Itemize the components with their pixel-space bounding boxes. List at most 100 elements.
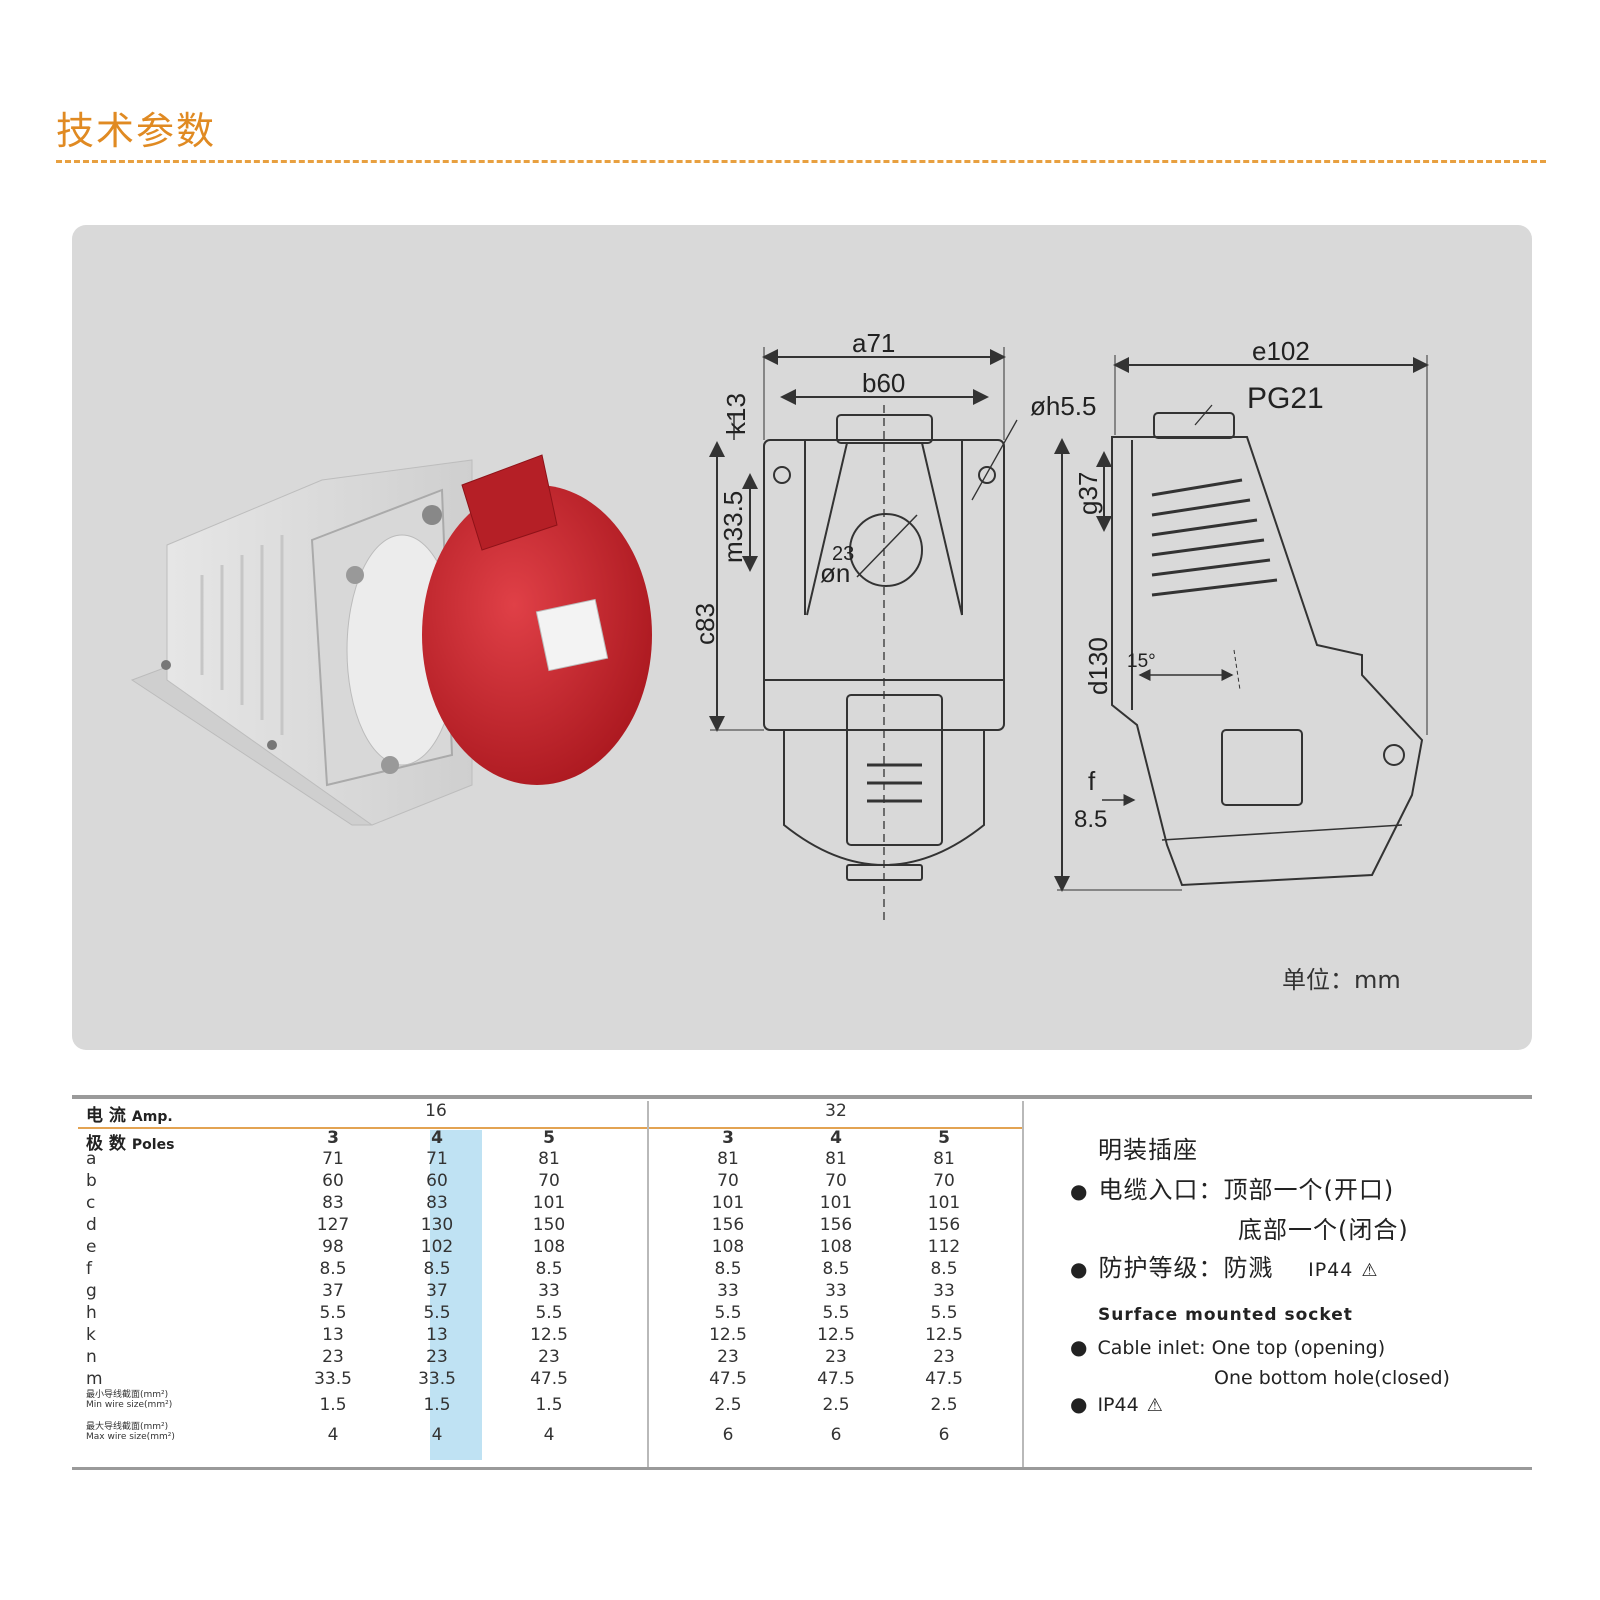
table-cell: 83	[322, 1193, 344, 1213]
table-cell: 13	[426, 1325, 448, 1345]
wire-size-cell: 2.5	[930, 1395, 958, 1415]
table-cell: 108	[711, 1237, 745, 1257]
table-cell: 23	[426, 1347, 448, 1367]
table-cell: 8.5	[822, 1259, 850, 1279]
front-view-drawing	[709, 347, 1018, 925]
dim-h-label: øh5.5	[1030, 391, 1097, 421]
poles-cell: 3	[722, 1128, 734, 1148]
table-cell: 5.5	[930, 1303, 958, 1323]
wire-size-cell: 2.5	[822, 1395, 850, 1415]
dim-e-label: e102	[1252, 336, 1310, 366]
wire-size-cell: 1.5	[319, 1395, 347, 1415]
table-cell: 98	[322, 1237, 344, 1257]
table-cell: 130	[420, 1215, 454, 1235]
table-cell: 70	[717, 1171, 739, 1191]
cable-inlet-cn: ●电缆入口：顶部一个(开口)	[1070, 1176, 1395, 1204]
table-cell: 8.5	[535, 1259, 563, 1279]
table-cell: 101	[927, 1193, 961, 1213]
poles-cell: 4	[431, 1128, 443, 1148]
wire-size-cell: 6	[938, 1425, 950, 1445]
dim-b-label: b60	[862, 368, 905, 398]
table-cell: 23	[717, 1347, 739, 1367]
dim-a-label: a71	[852, 328, 895, 358]
table-cell: 83	[426, 1193, 448, 1213]
table-cell: 5.5	[319, 1303, 347, 1323]
table-cell: 71	[322, 1149, 344, 1169]
header-divider	[78, 1127, 1022, 1129]
table-cell: 23	[825, 1347, 847, 1367]
table-cell: 71	[426, 1149, 448, 1169]
table-cell: 33	[538, 1281, 560, 1301]
row-label: a	[86, 1149, 97, 1169]
wire-size-cell: 2.5	[714, 1395, 742, 1415]
min-wire-label: 最小导线截面(mm²)Min wire size(mm²)	[86, 1390, 173, 1410]
wire-size-cell: 1.5	[535, 1395, 563, 1415]
bullet-icon: ●	[1070, 1392, 1088, 1416]
table-cell: 150	[532, 1215, 566, 1235]
table-cell: 8.5	[319, 1259, 347, 1279]
wire-size-cell: 1.5	[423, 1395, 451, 1415]
angle-label: 15°	[1127, 651, 1156, 672]
table-cell: 8.5	[423, 1259, 451, 1279]
table-cell: 5.5	[535, 1303, 563, 1323]
table-cell: 81	[538, 1149, 560, 1169]
table-cell: 70	[825, 1171, 847, 1191]
wire-size-cell: 4	[327, 1425, 339, 1445]
table-cell: 8.5	[930, 1259, 958, 1279]
product-drawing: a71 b60 e102 PG21 øh5.5 23 øn 15° f 8.5 …	[130, 328, 1429, 925]
table-cell: 8.5	[714, 1259, 742, 1279]
table-cell: 12.5	[817, 1325, 855, 1345]
highlight-column	[430, 1130, 482, 1460]
table-cell: 12.5	[530, 1325, 568, 1345]
title-divider	[56, 160, 1546, 163]
table-cell: 81	[933, 1149, 955, 1169]
screw-icon	[381, 756, 399, 774]
row-label: k	[86, 1325, 96, 1345]
table-cell: 156	[711, 1215, 745, 1235]
table-cell: 70	[538, 1171, 560, 1191]
table-cell: 60	[322, 1171, 344, 1191]
wire-size-cell: 6	[722, 1425, 734, 1445]
row-label: g	[86, 1281, 97, 1301]
dim-d-label: d130	[1083, 637, 1113, 695]
row-label: n	[86, 1347, 97, 1367]
table-cell: 47.5	[709, 1369, 747, 1389]
table-cell: 23	[322, 1347, 344, 1367]
table-cell: 112	[927, 1237, 961, 1257]
table-cell: 108	[819, 1237, 853, 1257]
cable-inlet-en-2: One bottom hole(closed)	[1214, 1367, 1450, 1389]
poles-cell: 3	[327, 1128, 339, 1148]
dim-g-label: g37	[1073, 472, 1103, 515]
table-cell: 33	[825, 1281, 847, 1301]
table-cell: 5.5	[423, 1303, 451, 1323]
notes-title-cn: 明装插座	[1098, 1136, 1198, 1164]
table-cell: 37	[426, 1281, 448, 1301]
dim-m-label: m33.5	[718, 491, 748, 563]
warning-triangle-icon: ⚠	[1361, 1260, 1379, 1281]
table-cell: 127	[316, 1215, 350, 1235]
row-label: m	[86, 1369, 103, 1389]
table-cell: 12.5	[925, 1325, 963, 1345]
screw-icon	[346, 566, 364, 584]
socket-photo	[130, 454, 652, 826]
protection-cn: ●防护等级：防溅 IP44⚠	[1070, 1254, 1379, 1282]
table-cell: 81	[825, 1149, 847, 1169]
ip-rating-en: ●IP44⚠	[1070, 1392, 1163, 1416]
row-label: f	[86, 1259, 92, 1279]
bullet-icon: ●	[1070, 1335, 1088, 1359]
table-cell: 33.5	[418, 1369, 456, 1389]
bullet-icon: ●	[1070, 1179, 1089, 1203]
cable-inlet-en: ●Cable inlet: One top (opening)	[1070, 1335, 1386, 1359]
pg-label: PG21	[1247, 382, 1324, 415]
row-label: b	[86, 1171, 97, 1191]
row-label: c	[86, 1193, 96, 1213]
bullet-icon: ●	[1070, 1257, 1089, 1281]
row-label: e	[86, 1237, 97, 1257]
poles-cell: 5	[938, 1128, 950, 1148]
table-cell: 37	[322, 1281, 344, 1301]
wire-size-cell: 4	[543, 1425, 555, 1445]
table-cell: 23	[933, 1347, 955, 1367]
dim-f-label: f	[1088, 766, 1096, 796]
dim-k-label: k13	[721, 393, 751, 435]
